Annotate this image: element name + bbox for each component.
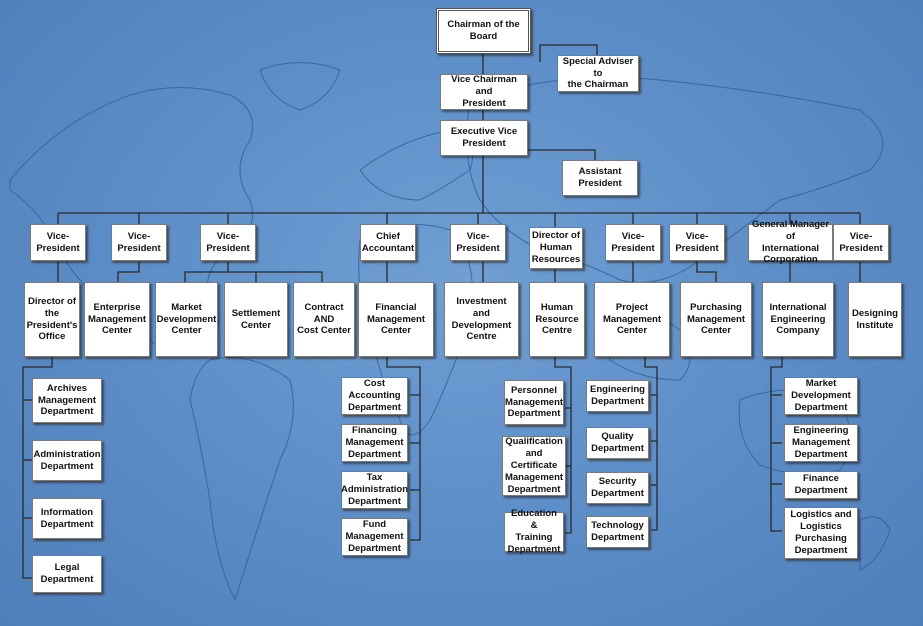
node-general-manager-international: General Manager of International Corpora… bbox=[748, 219, 833, 265]
node-chairman: Chairman of the Board bbox=[436, 8, 531, 54]
node-finance-department: Finance Department bbox=[784, 471, 858, 499]
node-engineering-department: Engineering Department bbox=[586, 380, 649, 412]
node-technology-department: Technology Department bbox=[586, 516, 649, 548]
node-market-development-department: Market Development Department bbox=[784, 377, 858, 415]
node-legal-department: Legal Department bbox=[32, 555, 102, 593]
node-international-engineering-company: International Engineering Company bbox=[762, 282, 834, 357]
node-assistant-president: Assistant President bbox=[562, 160, 638, 196]
node-market-development-center: Market Development Center bbox=[155, 282, 218, 357]
node-purchasing-management-center: Purchasing Management Center bbox=[680, 282, 752, 357]
node-fund-management-department: Fund Management Department bbox=[341, 518, 408, 556]
node-director-presidents-office: Director of the President's Office bbox=[24, 282, 80, 357]
node-investment-development-centre: Investment and Development Centre bbox=[444, 282, 519, 357]
node-vice-president-5: Vice- President bbox=[605, 224, 661, 261]
node-quality-department: Quality Department bbox=[586, 427, 649, 459]
node-education-training-department: Education & Training Department bbox=[504, 508, 564, 555]
node-vice-president-3: Vice- President bbox=[200, 224, 256, 261]
node-administration-department: Administration Department bbox=[32, 440, 102, 481]
node-settlement-center: Settlement Center bbox=[224, 282, 288, 357]
node-information-department: Information Department bbox=[32, 498, 102, 539]
node-enterprise-management-center: Enterprise Management Center bbox=[84, 282, 150, 357]
node-personnel-management-department: Personnel Management Department bbox=[504, 380, 564, 425]
node-vice-president-6: Vice- President bbox=[669, 224, 725, 261]
node-archives-management-department: Archives Management Department bbox=[32, 378, 102, 423]
node-contract-cost-center: Contract AND Cost Center bbox=[293, 282, 355, 357]
node-tax-administration-department: Tax Administration Department bbox=[341, 471, 408, 509]
node-director-human-resources: Director of Human Resources bbox=[529, 227, 583, 269]
node-project-management-center: Project Management Center bbox=[594, 282, 670, 357]
node-designing-institute: Designing Institute bbox=[848, 282, 902, 357]
node-vice-president-7: Vice- President bbox=[833, 224, 889, 261]
node-logistics-purchasing-department: Logistics and Logistics Purchasing Depar… bbox=[784, 507, 858, 559]
node-chief-accountant: Chief Accountant bbox=[360, 224, 416, 261]
node-cost-accounting-department: Cost Accounting Department bbox=[341, 377, 408, 415]
node-executive-vice-president: Executive Vice President bbox=[440, 120, 528, 156]
node-vice-president-2: Vice- President bbox=[111, 224, 167, 261]
node-human-resource-centre: Human Resource Centre bbox=[529, 282, 585, 357]
node-special-adviser: Special Adviser to the Chairman bbox=[557, 55, 639, 92]
node-financing-management-department: Financing Management Department bbox=[341, 424, 408, 462]
node-vice-chairman: Vice Chairman and President bbox=[440, 74, 528, 110]
node-vice-president-4: Vice- President bbox=[450, 224, 506, 261]
node-engineering-management-department: Engineering Management Department bbox=[784, 424, 858, 462]
node-security-department: Security Department bbox=[586, 472, 649, 504]
node-financial-management-center: Financial Management Center bbox=[358, 282, 434, 357]
node-vice-president-1: Vice- President bbox=[30, 224, 86, 261]
node-qualification-certificate-department: Qualification and Certificate Management… bbox=[502, 436, 566, 496]
